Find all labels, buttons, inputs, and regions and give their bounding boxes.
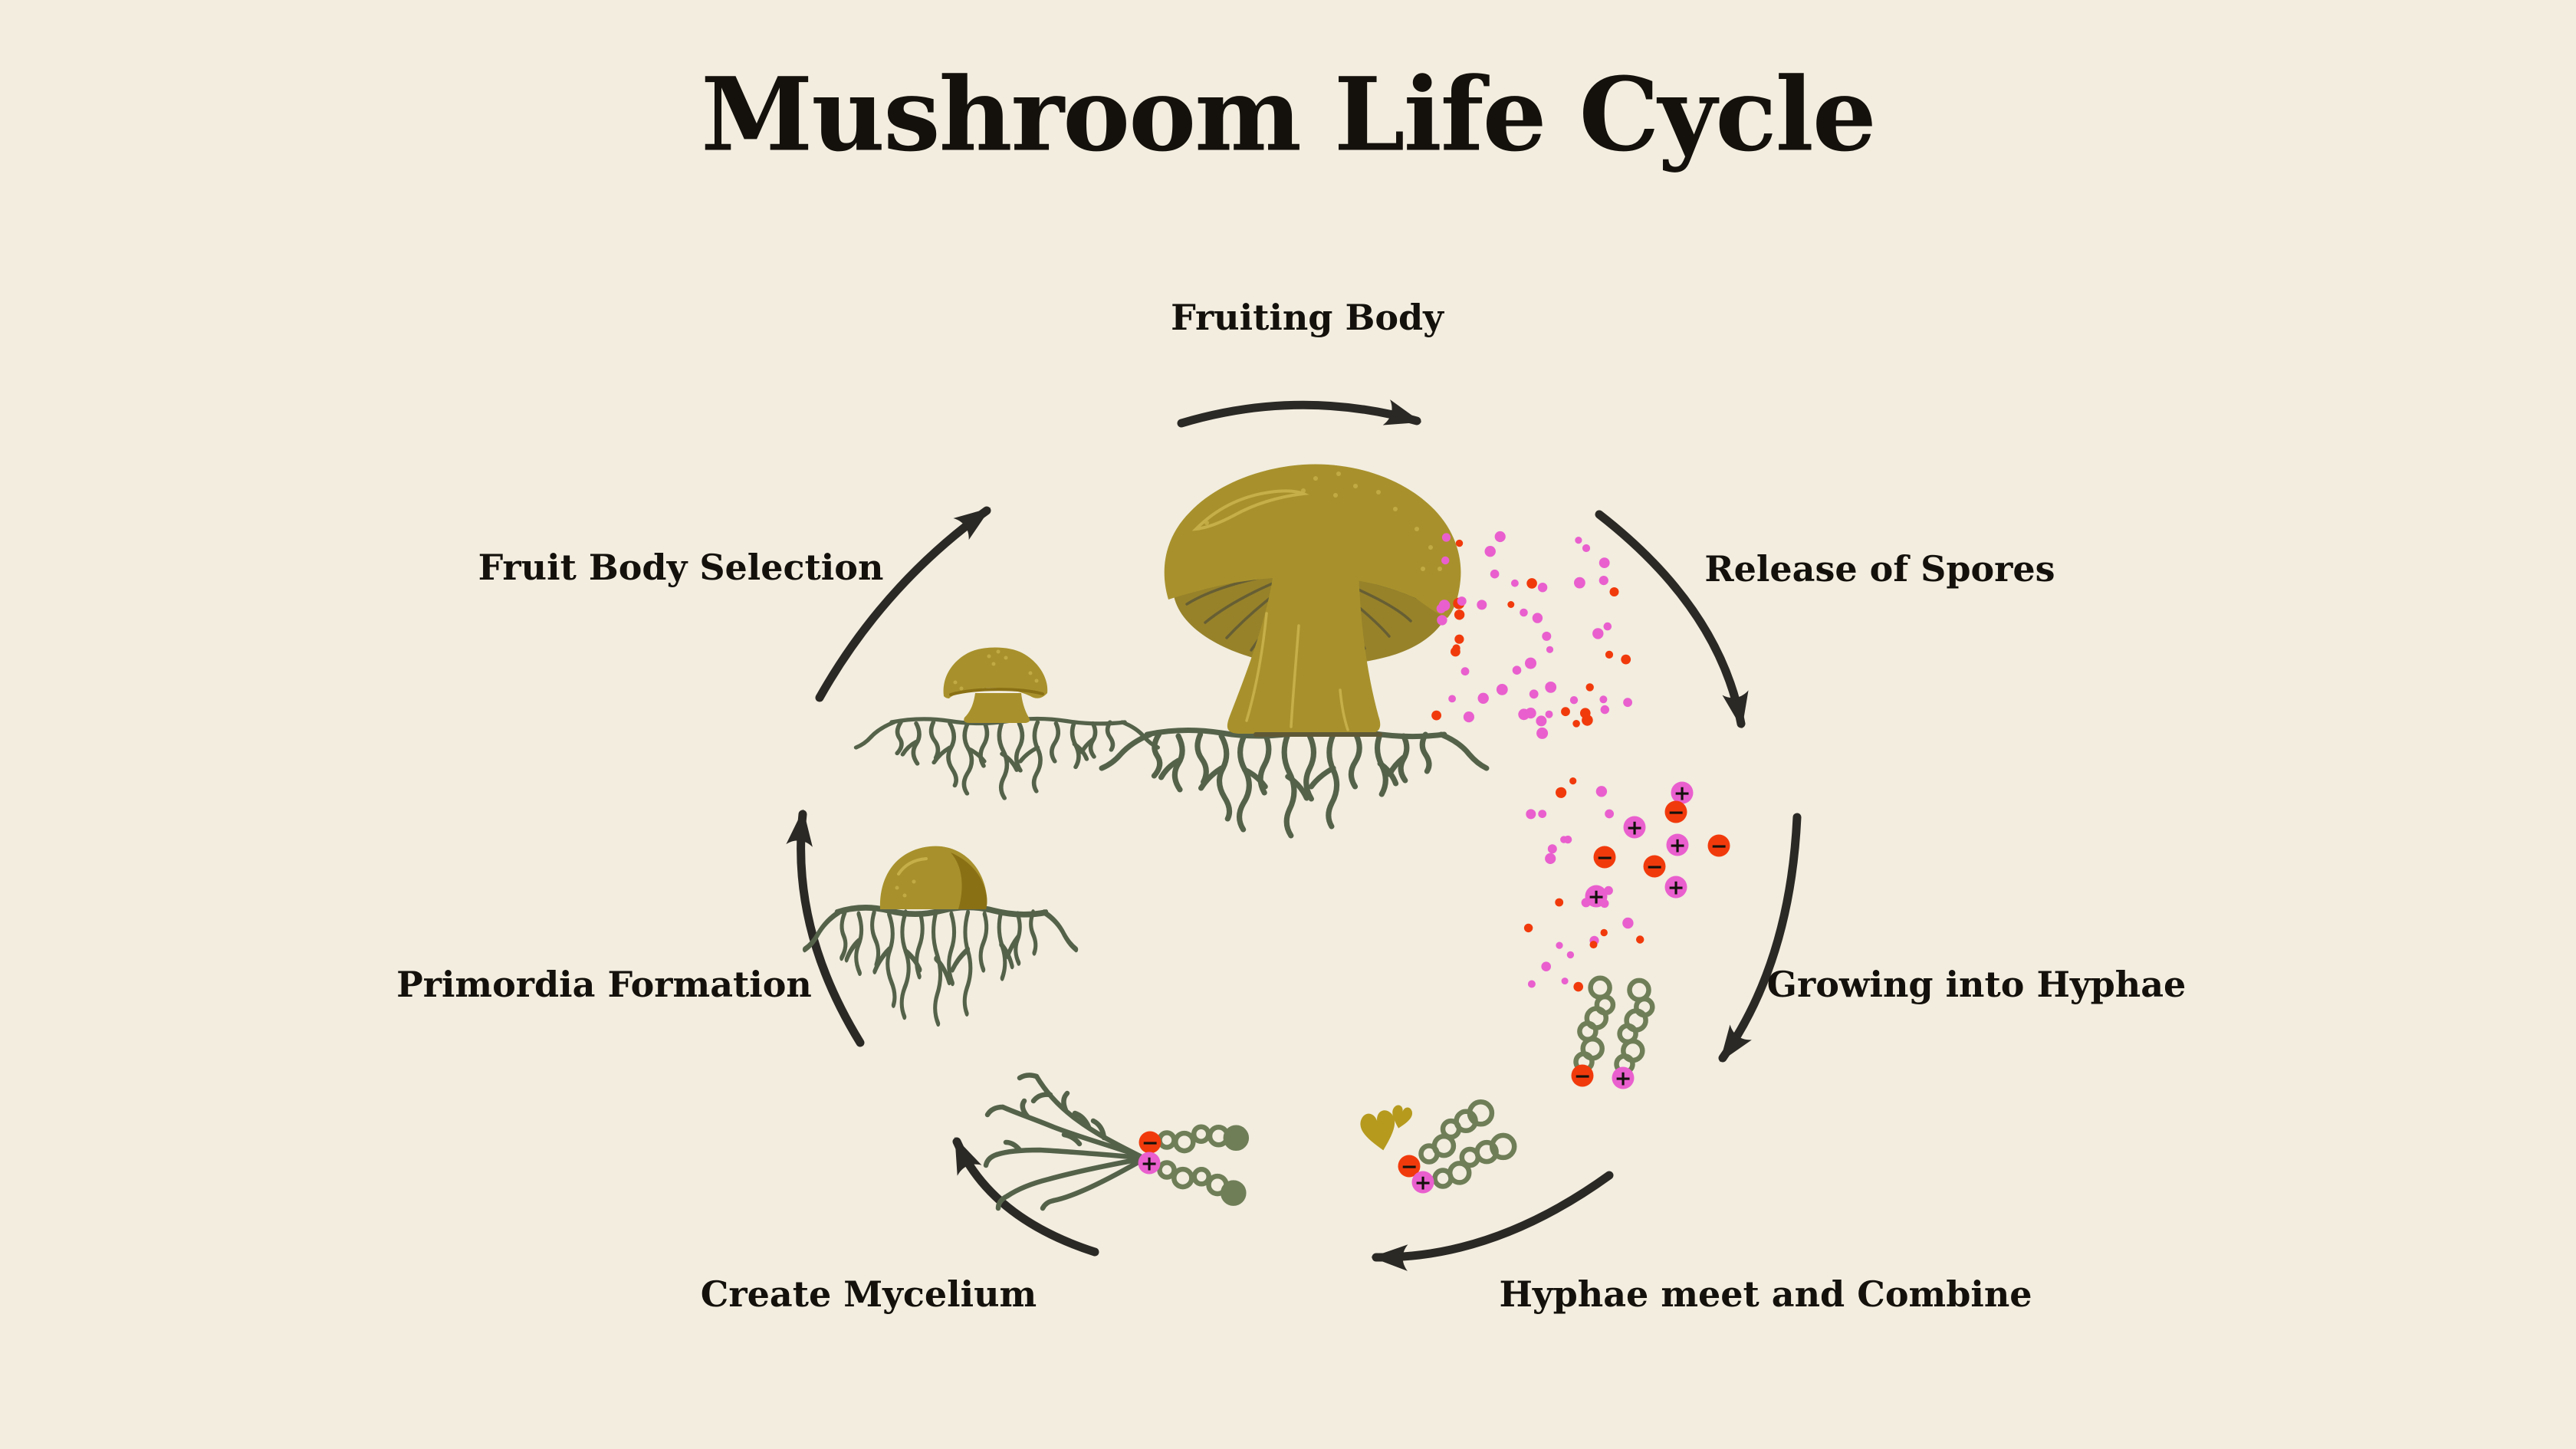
stage-label-release-of-spores: Release of Spores	[1704, 548, 2055, 590]
svg-text:+: +	[1626, 816, 1644, 840]
svg-text:+: +	[1674, 782, 1691, 806]
svg-text:+: +	[1141, 1152, 1158, 1176]
spore-positive: +	[1671, 781, 1694, 806]
spore-positive: +	[1138, 1152, 1161, 1176]
spore-positive: +	[1664, 876, 1687, 900]
svg-text:−: −	[1668, 801, 1685, 825]
spore-negative: −	[1138, 1131, 1162, 1155]
svg-text:+: +	[1668, 876, 1685, 900]
svg-text:−: −	[1574, 1065, 1592, 1089]
spore-negative: −	[1593, 846, 1616, 870]
arrow-to-release-top	[1177, 399, 1422, 428]
spore-positive: +	[1411, 1171, 1434, 1195]
spore-negative: −	[1664, 800, 1687, 825]
spore-positive: +	[1612, 1066, 1635, 1091]
svg-text:+: +	[1669, 834, 1687, 858]
cap-speckles	[1204, 472, 1442, 571]
stage-label-hyphae-meet-combine: Hyphae meet and Combine	[1499, 1273, 2032, 1315]
spore-positive: +	[1585, 885, 1608, 909]
create-mycelium-illustration	[983, 1073, 1144, 1211]
stage-label-fruiting-body: Fruiting Body	[1171, 297, 1444, 338]
fruit-body-selection-illustration	[856, 647, 1158, 799]
spore-negative: −	[1571, 1064, 1594, 1089]
svg-text:+: +	[1414, 1171, 1432, 1195]
spore-negative: −	[1643, 855, 1666, 879]
spore-positive: +	[1623, 816, 1646, 840]
spore-negative: −	[1707, 834, 1730, 859]
primordia-formation-illustration	[804, 846, 1076, 1024]
arrow-to-fruiting-body	[815, 506, 991, 702]
spore-negative: −	[1398, 1155, 1421, 1179]
cycle-arrows	[786, 399, 1802, 1271]
svg-text:−: −	[1596, 846, 1614, 870]
arrow-to-primordia	[952, 1137, 1099, 1257]
stage-label-fruit-body-selection: Fruit Body Selection	[478, 547, 884, 588]
page-title: Mushroom Life Cycle	[701, 55, 1877, 175]
mating-type-spores: +−++−−−++−+−+−+	[1138, 781, 1730, 1195]
hyphae-meet-illustration	[1358, 1104, 1414, 1154]
svg-text:−: −	[1710, 835, 1728, 859]
stage-label-growing-into-hyphae: Growing into Hyphae	[1766, 964, 2187, 1005]
spore-positive: +	[1666, 833, 1689, 858]
arrow-to-growing-hyphae	[1718, 813, 1802, 1063]
fruiting-body-illustration	[1102, 464, 1487, 836]
stage-label-create-mycelium: Create Mycelium	[700, 1273, 1037, 1315]
svg-text:+: +	[1588, 886, 1605, 909]
spore-cloud	[1431, 531, 1644, 992]
stage-label-primordia-formation: Primordia Formation	[396, 964, 812, 1005]
svg-text:−: −	[1142, 1132, 1159, 1155]
arrow-to-spore-cloud	[1595, 510, 1749, 729]
svg-text:+: +	[1615, 1067, 1632, 1091]
arrow-to-hyphae-meet	[1371, 1171, 1614, 1271]
svg-text:−: −	[1646, 856, 1664, 879]
svg-text:−: −	[1401, 1155, 1418, 1179]
arrow-to-fruit-selection	[786, 809, 865, 1047]
